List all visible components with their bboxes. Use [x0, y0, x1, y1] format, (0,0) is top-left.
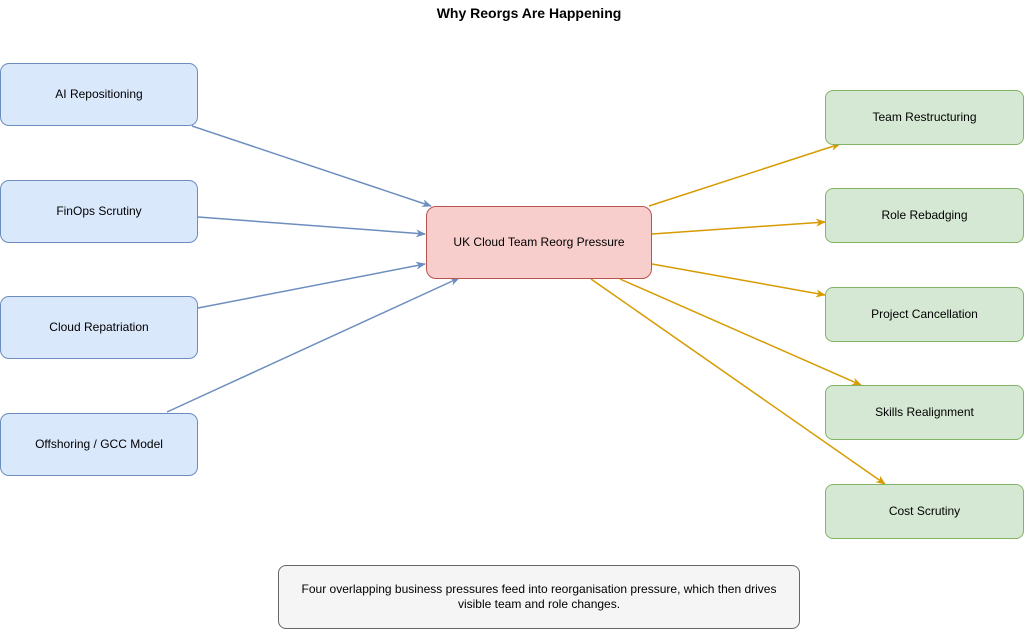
- edge-center-to-skills-realignment: [619, 278, 862, 386]
- summary-note-text: Four overlapping business pressures feed…: [301, 582, 777, 611]
- edge-center-to-team-restructuring: [648, 142, 841, 207]
- node-cost-scrutiny[interactable]: Cost Scrutiny: [825, 484, 1024, 539]
- node-label: Role Rebadging: [881, 208, 968, 222]
- summary-note: Four overlapping business pressures feed…: [278, 565, 800, 629]
- node-label: Offshoring / GCC Model: [35, 437, 163, 451]
- edge-center-to-cost-scrutiny: [590, 278, 886, 485]
- edge-center-to-role-rebadging: [651, 218, 826, 235]
- edge-center-to-project-cancellation: [651, 263, 826, 298]
- node-offshoring-gcc-model[interactable]: Offshoring / GCC Model: [0, 413, 198, 476]
- node-label: Project Cancellation: [871, 307, 978, 321]
- node-skills-realignment[interactable]: Skills Realignment: [825, 385, 1024, 440]
- edge-ai-repositioning-to-center: [191, 125, 432, 207]
- node-finops-scrutiny[interactable]: FinOps Scrutiny: [0, 180, 198, 243]
- diagram-title: Why Reorgs Are Happening: [436, 5, 622, 21]
- node-team-restructuring[interactable]: Team Restructuring: [825, 90, 1024, 145]
- node-uk-cloud-team-reorg-pressure[interactable]: UK Cloud Team Reorg Pressure: [426, 206, 652, 279]
- node-label: Cost Scrutiny: [888, 504, 961, 518]
- edge-finops-scrutiny-to-center: [197, 216, 426, 238]
- node-ai-repositioning[interactable]: AI Repositioning: [0, 63, 198, 126]
- node-label: AI Repositioning: [55, 87, 143, 101]
- node-label: Cloud Repatriation: [49, 320, 149, 334]
- node-label: Skills Realignment: [875, 405, 974, 419]
- edge-offshoring-to-center: [166, 277, 460, 413]
- node-project-cancellation[interactable]: Project Cancellation: [825, 287, 1024, 342]
- node-role-rebadging[interactable]: Role Rebadging: [825, 188, 1024, 243]
- node-label: UK Cloud Team Reorg Pressure: [453, 235, 625, 249]
- node-cloud-repatriation[interactable]: Cloud Repatriation: [0, 296, 198, 359]
- node-label: FinOps Scrutiny: [56, 204, 142, 218]
- node-label: Team Restructuring: [872, 110, 977, 124]
- edge-cloud-repatriation-to-center: [197, 261, 426, 309]
